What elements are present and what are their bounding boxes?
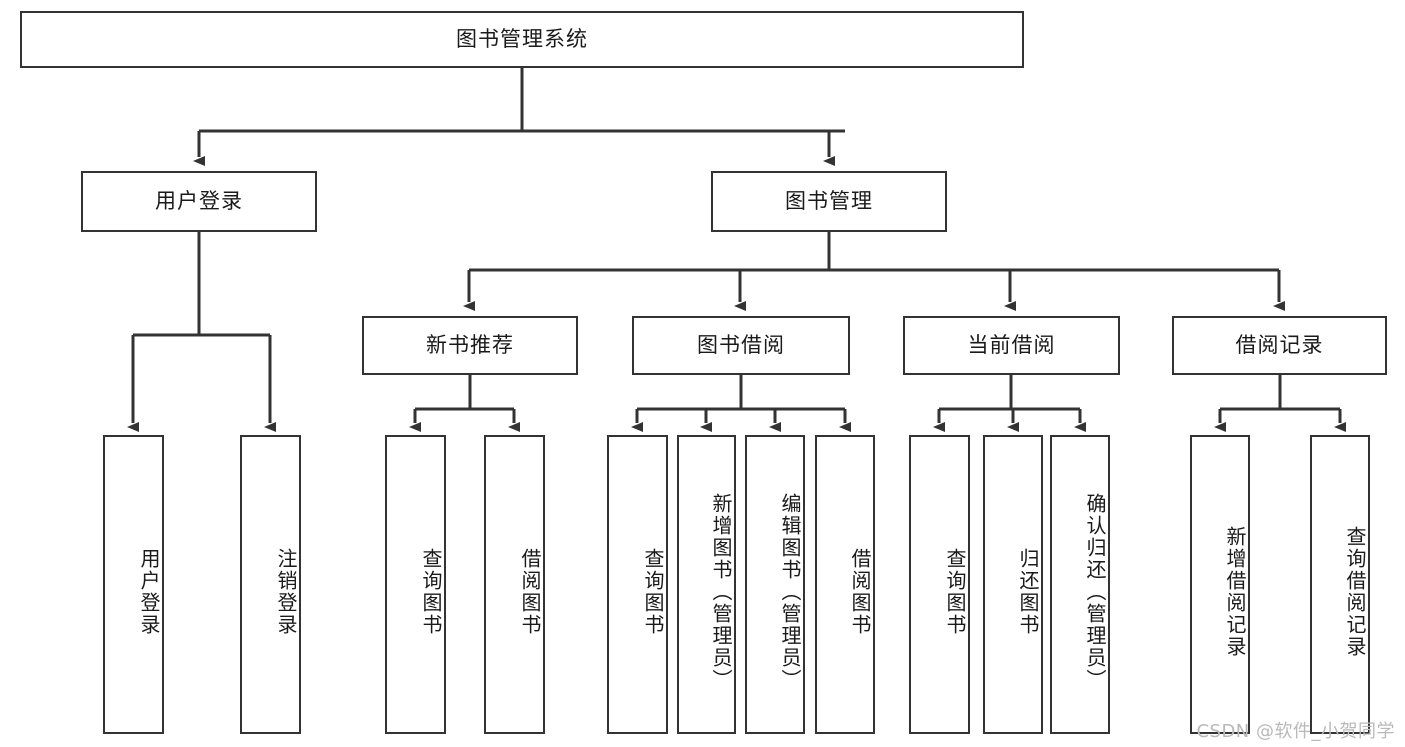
edge-bookmanage-to-level3 (463, 232, 1285, 311)
node-leaf-borrow-borrow-book-label: 借阅图书 (848, 547, 872, 636)
node-leaf-borrow-query-book[interactable]: 查询图书 (607, 435, 668, 734)
node-leaf-borrow-query-book-label: 查询图书 (641, 547, 665, 636)
node-leaf-user-logout[interactable]: 注销登录 (240, 435, 301, 734)
node-leaf-rec-query-book-label: 查询图书 (419, 547, 443, 636)
node-book-manage-label: 图书管理 (785, 188, 873, 213)
node-leaf-rec-add-record[interactable]: 新增借阅记录 (1190, 435, 1250, 734)
node-current-borrow-label: 当前借阅 (967, 332, 1056, 357)
node-book-borrow-label: 图书借阅 (697, 332, 785, 357)
node-borrow-record-label: 借阅记录 (1235, 332, 1324, 357)
node-leaf-cur-confirm-return[interactable]: 确认归还（管理员） (1050, 435, 1110, 734)
node-root[interactable]: 图书管理系统 (20, 11, 1024, 68)
edge-currentborrow-to-leaves (933, 375, 1086, 432)
node-leaf-cur-query-book[interactable]: 查询图书 (909, 435, 970, 734)
edge-bookborrow-to-leaves (631, 375, 851, 432)
node-leaf-borrow-add-book-label: 新增图书（管理员） (709, 492, 733, 691)
edge-root-to-level2 (193, 68, 845, 166)
node-new-book-rec-label: 新书推荐 (426, 332, 514, 357)
edge-userlogin-to-leaves (127, 232, 276, 432)
node-leaf-user-login[interactable]: 用户登录 (103, 435, 164, 734)
node-leaf-borrow-add-book[interactable]: 新增图书（管理员） (677, 435, 736, 734)
node-user-login[interactable]: 用户登录 (81, 171, 317, 232)
node-root-label: 图书管理系统 (456, 26, 588, 51)
node-leaf-user-login-label: 用户登录 (137, 547, 161, 636)
node-leaf-rec-add-record-label: 新增借阅记录 (1223, 525, 1247, 658)
node-new-book-rec[interactable]: 新书推荐 (362, 316, 578, 375)
node-leaf-borrow-edit-book-label: 编辑图书（管理员） (778, 492, 802, 691)
watermark: CSDN @软件_小贺同学 (1196, 721, 1395, 742)
edge-borrowrecord-to-leaves (1214, 375, 1346, 432)
node-leaf-cur-confirm-return-label: 确认归还（管理员） (1083, 492, 1107, 691)
node-leaf-rec-query-record-label: 查询借阅记录 (1343, 525, 1367, 658)
edge-newbookrec-to-leaves (409, 375, 520, 432)
node-book-manage[interactable]: 图书管理 (711, 171, 947, 232)
node-leaf-rec-query-book[interactable]: 查询图书 (385, 435, 446, 734)
node-leaf-borrow-edit-book[interactable]: 编辑图书（管理员） (745, 435, 805, 734)
node-leaf-cur-query-book-label: 查询图书 (943, 547, 967, 636)
node-leaf-rec-borrow-book[interactable]: 借阅图书 (484, 435, 545, 734)
node-borrow-record[interactable]: 借阅记录 (1172, 316, 1387, 375)
node-leaf-user-logout-label: 注销登录 (274, 547, 298, 636)
node-leaf-borrow-borrow-book[interactable]: 借阅图书 (815, 435, 875, 734)
node-user-login-label: 用户登录 (155, 188, 243, 213)
node-current-borrow[interactable]: 当前借阅 (903, 316, 1120, 375)
node-leaf-rec-query-record[interactable]: 查询借阅记录 (1310, 435, 1370, 734)
node-leaf-rec-borrow-book-label: 借阅图书 (518, 547, 542, 636)
node-leaf-cur-return-book-label: 归还图书 (1016, 547, 1040, 636)
node-leaf-cur-return-book[interactable]: 归还图书 (983, 435, 1043, 734)
node-book-borrow[interactable]: 图书借阅 (632, 316, 850, 375)
